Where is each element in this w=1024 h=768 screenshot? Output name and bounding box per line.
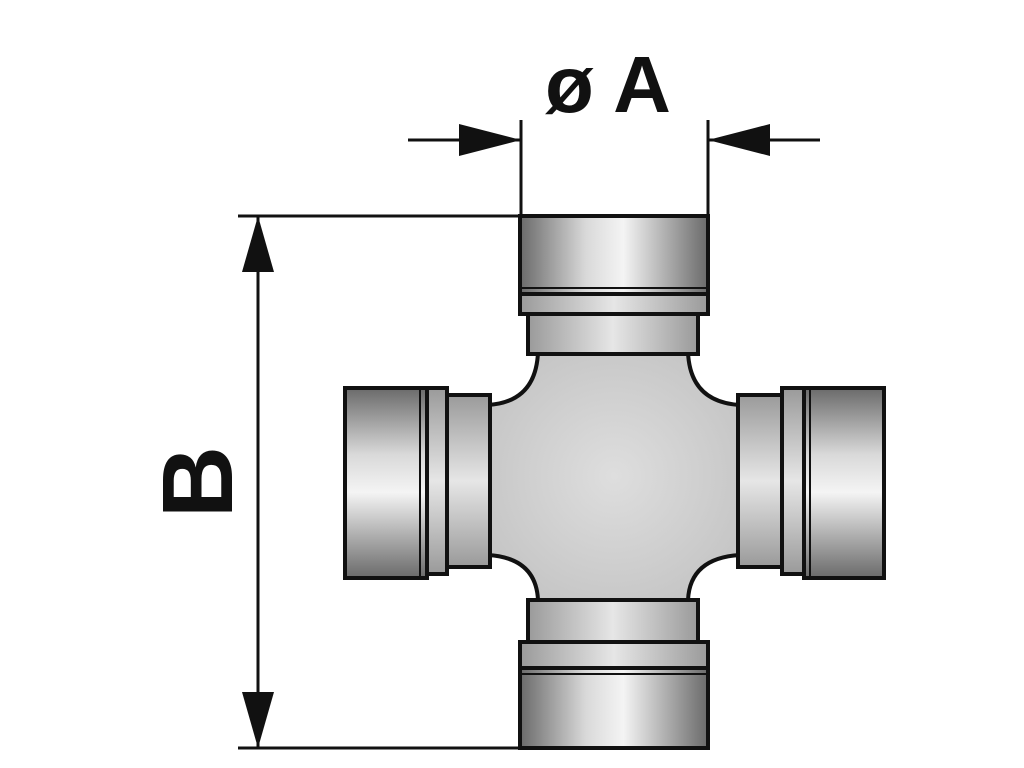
right-trunnion: [736, 386, 886, 580]
left-bearing-cup: [343, 386, 429, 580]
arrowhead-b-top: [242, 216, 274, 272]
bottom-collar: [526, 598, 700, 646]
right-collar: [736, 393, 786, 569]
bottom-seal-ring: [518, 640, 710, 672]
cross-body: [486, 350, 742, 602]
arrowhead-a-left: [459, 124, 521, 156]
top-bearing-cup: [518, 214, 710, 296]
bottom-trunnion: [518, 598, 710, 750]
diameter-label: ø A: [545, 40, 671, 129]
top-collar: [526, 310, 700, 356]
right-bearing-cup: [802, 386, 886, 580]
left-collar: [443, 393, 492, 569]
arrowhead-b-bottom: [242, 692, 274, 748]
bottom-bearing-cup: [518, 666, 710, 750]
dimension-b: [238, 214, 521, 750]
left-trunnion: [343, 386, 492, 580]
top-trunnion: [518, 214, 710, 356]
length-label: B: [142, 446, 254, 518]
arrowhead-a-right: [708, 124, 770, 156]
